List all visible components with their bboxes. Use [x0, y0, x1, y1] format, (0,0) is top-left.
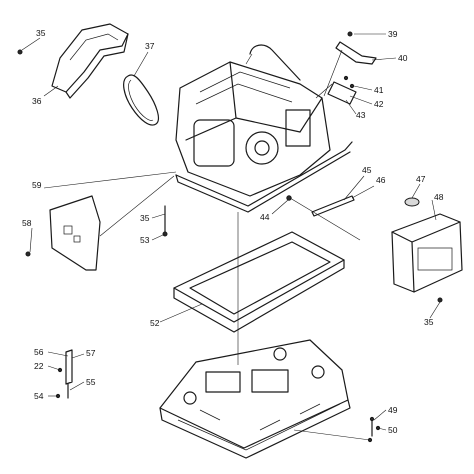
screw-41 [349, 83, 355, 89]
screw-35-right [437, 297, 443, 303]
callout-45: 45 [362, 165, 372, 175]
callout-41: 41 [374, 85, 384, 95]
bolt-44 [286, 195, 292, 201]
callout-57: 57 [86, 348, 96, 358]
throttle-lever [335, 31, 377, 65]
engine-assembly [175, 44, 353, 213]
water-tank [391, 213, 463, 293]
tank-cap [404, 197, 420, 207]
handle-bar [311, 195, 355, 217]
callout-47: 47 [416, 174, 426, 184]
callout-44: 44 [260, 212, 270, 222]
callout-59: 59 [32, 180, 42, 190]
callout-35: 35 [140, 213, 150, 223]
callout-50: 50 [388, 425, 398, 435]
callout-39: 39 [388, 29, 398, 39]
base-plate [159, 339, 351, 459]
callout-55: 55 [86, 377, 96, 387]
callout-43: 43 [356, 110, 366, 120]
callout-48: 48 [434, 192, 444, 202]
belt-guard [51, 23, 129, 99]
callout-35: 35 [424, 317, 434, 327]
screw-58 [25, 251, 31, 257]
callout-37: 37 [145, 41, 155, 51]
callout-42: 42 [374, 99, 384, 109]
side-cover-plate [49, 195, 101, 271]
bolts-49-50 [367, 416, 381, 443]
callout-labels: 35 36 37 39 40 41 42 43 59 58 35 53 44 4… [22, 28, 444, 435]
callout-35: 35 [36, 28, 46, 38]
lever-bracket [327, 75, 357, 105]
callout-56: 56 [34, 347, 44, 357]
bolt-53 [162, 205, 168, 237]
callout-52: 52 [150, 318, 160, 328]
callout-40: 40 [398, 53, 408, 63]
callout-46: 46 [376, 175, 386, 185]
screw-35-top [17, 49, 23, 55]
bracket-57 [57, 349, 73, 385]
callout-58: 58 [22, 218, 32, 228]
callout-36: 36 [32, 96, 42, 106]
callout-49: 49 [388, 405, 398, 415]
leader-lines [21, 33, 441, 441]
callout-54: 54 [34, 391, 44, 401]
callout-22: 22 [34, 361, 44, 371]
rubber-mount-frame [173, 231, 345, 333]
v-belt [123, 74, 160, 126]
callout-53: 53 [140, 235, 150, 245]
